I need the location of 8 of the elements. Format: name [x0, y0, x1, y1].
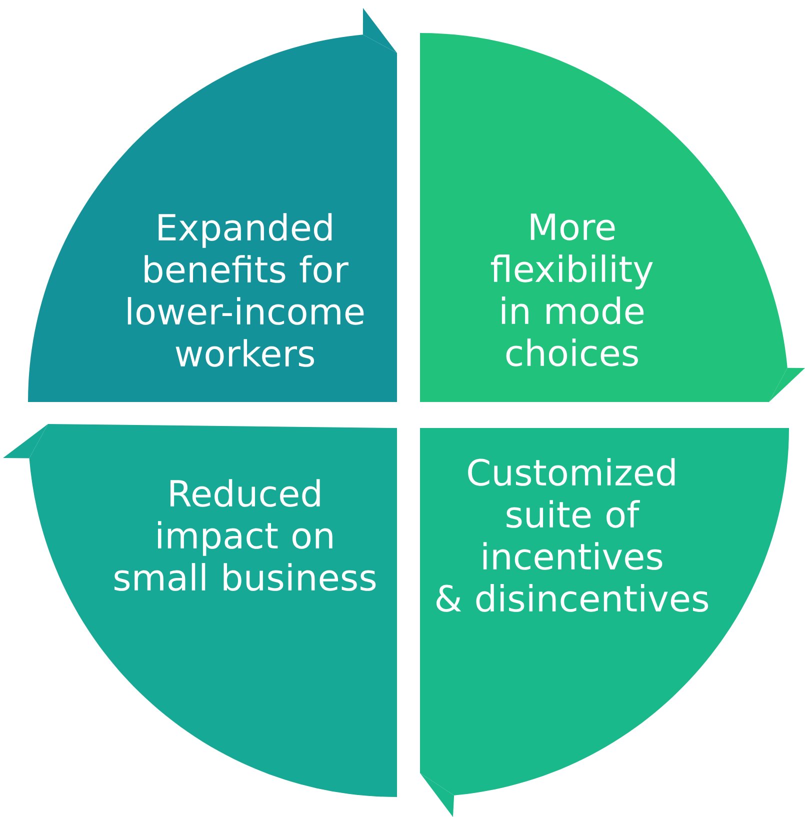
quadrant-segment: Customized suite of incentives & disincentives — [420, 428, 789, 796]
quadrant-segment: Reduced impact on small business — [29, 424, 397, 797]
arrowhead — [769, 368, 805, 402]
arrowhead — [420, 773, 454, 817]
arrowhead — [362, 8, 397, 53]
quadrant-segment: More flexibility in mode choices — [420, 33, 788, 402]
arrowhead — [3, 424, 48, 458]
quadrant-segment: Expanded benefits for lower-income workers — [28, 34, 397, 402]
